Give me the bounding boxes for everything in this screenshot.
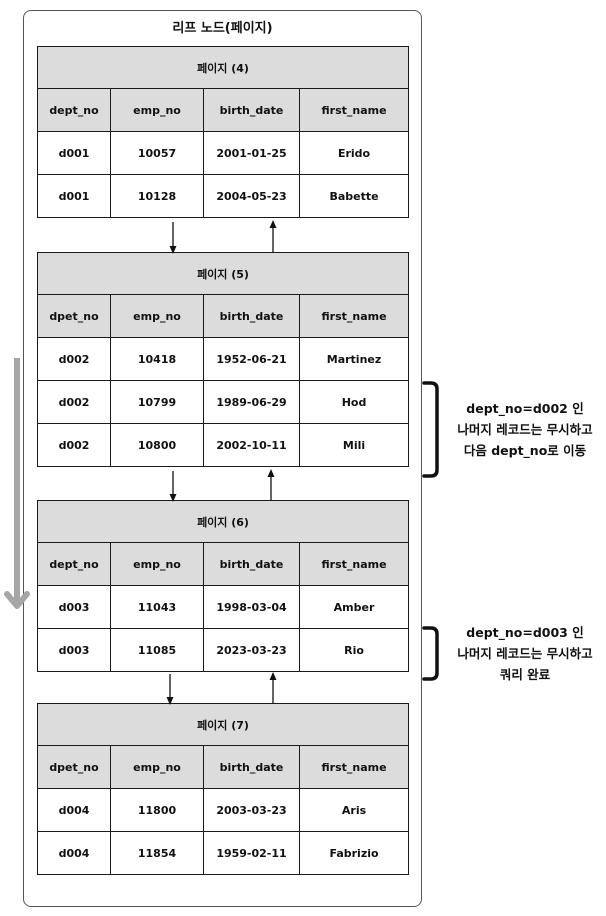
table-cell: d003 (37, 628, 111, 672)
table-cell: 2001-01-25 (203, 131, 300, 175)
column-header: birth_date (203, 542, 300, 586)
annotation-line: 나머지 레코드는 무시하고 (457, 422, 593, 437)
table-cell: d001 (37, 131, 111, 175)
column-header: birth_date (203, 745, 300, 789)
table-cell: 11085 (110, 628, 204, 672)
page-title: 페이지 (7) (36, 703, 410, 746)
column-header: birth_date (203, 294, 300, 338)
column-header: emp_no (110, 294, 204, 338)
annotation-line: 쿼리 완료 (499, 667, 551, 682)
column-header: emp_no (110, 542, 204, 586)
table-cell: Babette (298, 174, 410, 218)
column-header: first_name (298, 294, 410, 338)
column-header: first_name (298, 542, 410, 586)
scan-direction-arrow-head (4, 591, 30, 609)
table-cell: 1989-06-29 (203, 380, 300, 424)
page-title: 페이지 (4) (36, 46, 410, 89)
table-cell: 1959-02-11 (203, 831, 300, 875)
leaf-node-title: 리프 노드(페이지) (172, 21, 273, 36)
table-cell: Mili (298, 423, 410, 467)
annotation-line: 다음 dept_no로 이동 (463, 443, 587, 458)
leaf-node-container (23, 10, 422, 907)
page-title: 페이지 (5) (36, 252, 410, 295)
column-header: emp_no (110, 745, 204, 789)
table-cell: Hod (298, 380, 410, 424)
table-cell: Rio (298, 628, 410, 672)
table-cell: 2004-05-23 (203, 174, 300, 218)
annotation-line: 나머지 레코드는 무시하고 (457, 646, 593, 661)
table-cell: Amber (298, 585, 410, 629)
table-cell: 11800 (110, 788, 204, 832)
table-cell: 10128 (110, 174, 204, 218)
table-cell: 1952-06-21 (203, 337, 300, 381)
column-header: first_name (298, 745, 410, 789)
column-header: birth_date (203, 88, 300, 132)
annotation-bracket (422, 626, 439, 681)
table-cell: d004 (37, 831, 111, 875)
table-cell: 2002-10-11 (203, 423, 300, 467)
annotation-bracket (422, 381, 439, 478)
column-header: dept_no (37, 88, 111, 132)
table-cell: 2023-03-23 (203, 628, 300, 672)
table-cell: d002 (37, 337, 111, 381)
annotation-line: dept_no=d002 인 (466, 401, 584, 416)
column-header: dept_no (37, 542, 111, 586)
table-cell: d004 (37, 788, 111, 832)
page-title: 페이지 (6) (36, 500, 410, 543)
table-cell: d003 (37, 585, 111, 629)
table-cell: 11854 (110, 831, 204, 875)
table-cell: 10057 (110, 131, 204, 175)
table-cell: 10800 (110, 423, 204, 467)
annotation-line: dept_no=d003 인 (466, 625, 584, 640)
table-cell: d002 (37, 423, 111, 467)
table-cell: Erido (298, 131, 410, 175)
table-cell: 2003-03-23 (203, 788, 300, 832)
column-header: first_name (298, 88, 410, 132)
table-cell: Fabrizio (298, 831, 410, 875)
table-cell: 1998-03-04 (203, 585, 300, 629)
table-cell: Aris (298, 788, 410, 832)
